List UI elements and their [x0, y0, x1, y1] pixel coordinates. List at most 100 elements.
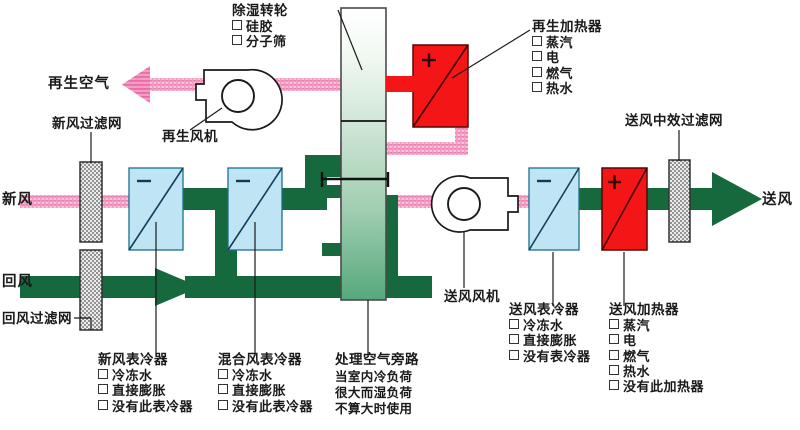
supply-heater-option-4[interactable]: 没有此加热器: [609, 380, 704, 395]
supply-heater-option-0[interactable]: 蒸汽: [609, 318, 704, 334]
fresh-coil-option-label-1: 直接膨胀: [112, 384, 167, 400]
wheel-option-1[interactable]: 分子筛: [232, 35, 288, 50]
checkbox-icon[interactable]: [509, 318, 519, 329]
callout-mixed-coil: 混合风表冷器 冷冻水 直接膨胀 没有此表冷器: [218, 352, 314, 415]
mixed-coil-option-2[interactable]: 没有此表冷器: [218, 399, 314, 415]
mixed-coil-option-label-0: 冷冻水: [232, 368, 273, 384]
wheel-option-0[interactable]: 硅胶: [232, 19, 288, 35]
supply-heater-option-1[interactable]: 电: [609, 334, 704, 349]
bypass-note-0: 当室内冷负荷: [335, 368, 413, 384]
checkbox-icon[interactable]: [532, 66, 542, 77]
bypass-title: 处理空气旁路: [335, 352, 419, 368]
return-air-main-duct: [185, 276, 340, 298]
fresh-coil-diagonal: [128, 167, 184, 251]
checkbox-icon[interactable]: [609, 318, 619, 329]
fresh-coil-option-2[interactable]: 没有此表冷器: [98, 399, 194, 415]
filters[interactable]: [79, 159, 691, 331]
checkbox-icon[interactable]: [609, 380, 619, 391]
bypass-note-2: 不算大时使用: [335, 401, 413, 417]
mixed-coil-option-label-2: 没有此表冷器: [232, 399, 314, 415]
checkbox-icon[interactable]: [532, 51, 542, 62]
supply-heater-option-label-1: 电: [623, 334, 637, 350]
supply-coil-title: 送风表冷器: [509, 302, 579, 318]
regen-heater-option-label-1: 电: [546, 51, 560, 67]
mixed-coil-diagonal: [227, 167, 283, 251]
supply-air-arrow: [712, 172, 762, 226]
regen-heater-option-3[interactable]: 热水: [532, 81, 602, 97]
desiccant-wheel[interactable]: [320, 7, 390, 301]
supply-coil-option-0[interactable]: 冷冻水: [509, 318, 591, 334]
callout-regen-heater: 再生加热器 蒸汽 电 燃气 热水: [532, 19, 602, 97]
wheel-title: 除湿转轮: [232, 3, 288, 19]
regen-air-arrow: [122, 66, 150, 103]
wheel-top-inlet-duct: [305, 155, 345, 177]
checkbox-icon[interactable]: [232, 19, 242, 30]
checkbox-icon[interactable]: [609, 364, 619, 375]
callout-return-air-filter: 回风过滤网: [2, 311, 72, 327]
checkbox-icon[interactable]: [509, 349, 519, 360]
regen-heater-option-1[interactable]: 电: [532, 51, 602, 66]
supply-coil-option-2[interactable]: 没有表冷器: [509, 349, 591, 365]
green-duct-network: [20, 155, 762, 306]
heaters[interactable]: [412, 44, 648, 251]
checkbox-icon[interactable]: [98, 399, 108, 410]
checkbox-icon[interactable]: [98, 368, 108, 379]
checkbox-icon[interactable]: [532, 81, 542, 92]
checkbox-icon[interactable]: [232, 35, 242, 46]
supply-medium-filter[interactable]: [668, 159, 691, 243]
supply-heater-option-3[interactable]: 热水: [609, 364, 704, 380]
callout-desiccant-wheel: 除湿转轮 硅胶 分子筛: [232, 3, 288, 51]
wheel-option-label-1: 分子筛: [246, 35, 287, 51]
mixed-coil-option-1[interactable]: 直接膨胀: [218, 384, 313, 399]
supply-heater-option-label-3: 热水: [623, 364, 651, 380]
regen-heater-option-0[interactable]: 蒸汽: [532, 35, 602, 51]
supply-heater-option-2[interactable]: 燃气: [609, 349, 704, 365]
cooling-coils[interactable]: [128, 167, 580, 251]
callout-supply-medium-filter: 送风中效过滤网: [625, 113, 723, 129]
mixed-coil-option-0[interactable]: 冷冻水: [218, 368, 313, 384]
fresh-coil-option-0[interactable]: 冷冻水: [98, 368, 193, 384]
regeneration-fan[interactable]: [195, 68, 283, 131]
supply-fan-impeller: [447, 187, 481, 221]
supply-coil-option-1[interactable]: 直接膨胀: [509, 334, 591, 349]
checkbox-icon[interactable]: [609, 349, 619, 360]
wheel-option-label-0: 硅胶: [246, 19, 274, 35]
checkbox-icon[interactable]: [98, 384, 108, 395]
supply-fan[interactable]: [430, 175, 519, 233]
mixed-coil-option-label-1: 直接膨胀: [232, 384, 287, 400]
checkbox-icon[interactable]: [218, 399, 228, 410]
checkbox-icon[interactable]: [509, 334, 519, 345]
fresh-air-filter[interactable]: [79, 161, 103, 243]
fresh-coil-option-label-2: 没有此表冷器: [112, 399, 194, 415]
desiccant-wheel-body[interactable]: [340, 7, 387, 301]
supply-heater-option-label-0: 蒸汽: [623, 318, 651, 334]
checkbox-icon[interactable]: [218, 368, 228, 379]
supply-heater-option-label-4: 没有此加热器: [623, 380, 705, 396]
label-fresh-air: 新风: [2, 192, 33, 208]
leader-regen-heater: [451, 29, 531, 79]
supply-coil-option-label-2: 没有表冷器: [523, 349, 591, 365]
supply-coil-diagonal: [528, 167, 580, 251]
fresh-coil-option-1[interactable]: 直接膨胀: [98, 384, 193, 399]
leader-lines: [74, 9, 680, 356]
wheel-left-stub-a: [322, 185, 344, 198]
supply-coil-option-label-0: 冷冻水: [523, 318, 564, 334]
supply-duct-seg4: [690, 188, 718, 210]
callout-fresh-air-filter: 新风过滤网: [52, 116, 122, 132]
label-regeneration-air: 再生空气: [48, 76, 110, 92]
regen-heater-title: 再生加热器: [532, 19, 602, 35]
regen-heater-option-2[interactable]: 燃气: [532, 66, 602, 82]
callout-supply-coil: 送风表冷器 冷冻水 直接膨胀 没有表冷器: [509, 302, 591, 365]
checkbox-icon[interactable]: [218, 384, 228, 395]
checkbox-icon[interactable]: [609, 334, 619, 345]
mixed-coil-title: 混合风表冷器: [218, 352, 302, 368]
return-air-duct-seg2: [110, 276, 155, 298]
fresh-coil-title: 新风表冷器: [98, 352, 168, 368]
regen-heater-option-label-2: 燃气: [546, 66, 574, 82]
checkbox-icon[interactable]: [532, 35, 542, 46]
regen-fan-impeller: [221, 79, 255, 113]
supply-heater-option-label-2: 燃气: [623, 349, 651, 365]
regen-heater-option-label-0: 蒸汽: [546, 35, 574, 51]
